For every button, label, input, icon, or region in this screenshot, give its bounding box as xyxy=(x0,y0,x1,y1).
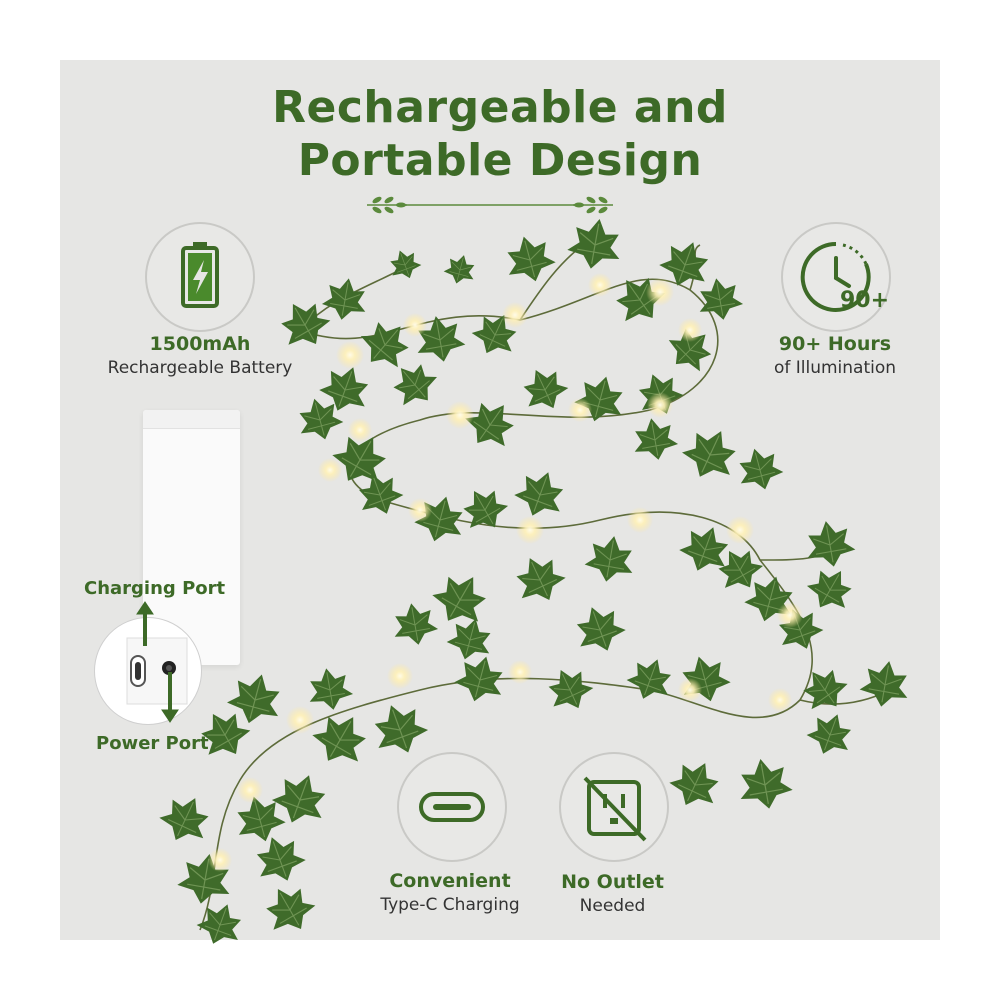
typec-feature-circle xyxy=(397,752,507,862)
typec-title: Convenient xyxy=(389,870,511,892)
port-zoom-circle xyxy=(94,617,202,725)
charging-port-label: Charging Port xyxy=(84,578,226,599)
outlet-title: No Outlet xyxy=(561,871,664,893)
title-line-1: Rechargeable and xyxy=(272,82,728,133)
battery-box-cap xyxy=(143,410,240,429)
title-line-2: Portable Design xyxy=(297,135,703,186)
outlet-description: Needed xyxy=(579,896,646,916)
hours-feature-circle xyxy=(781,222,891,332)
battery-description: Rechargeable Battery xyxy=(107,358,293,378)
hours-badge: 90+ xyxy=(840,288,890,313)
hours-description: of Illumination xyxy=(773,358,897,378)
port-arrows xyxy=(136,601,179,723)
hours-value: 90+ Hours xyxy=(778,333,892,355)
battery-capacity: 1500mAh xyxy=(149,333,251,355)
battery-charging-icon xyxy=(181,242,219,308)
battery-feature-circle xyxy=(145,222,255,332)
no-outlet-icon xyxy=(583,776,647,842)
clock-icon xyxy=(800,241,871,312)
usb-c-port-icon xyxy=(126,637,188,705)
typec-description: Type-C Charging xyxy=(380,895,520,915)
outlet-feature-circle xyxy=(559,752,669,862)
power-port-label: Power Port xyxy=(96,733,209,754)
leaf-divider-icon xyxy=(367,196,613,214)
usb-c-icon xyxy=(419,792,485,822)
